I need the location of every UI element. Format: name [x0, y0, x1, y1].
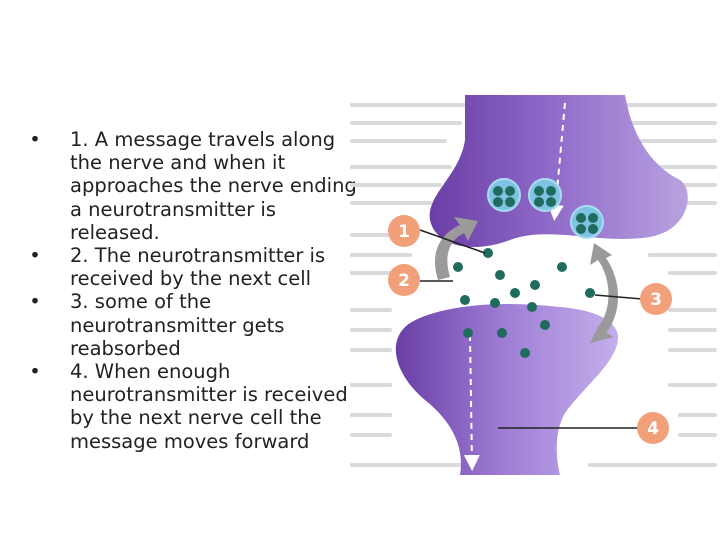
postsynaptic-terminal — [395, 303, 619, 475]
bullet-list: • 1. A message travels along the nerve a… — [28, 128, 358, 453]
release-arrow — [434, 217, 478, 280]
bullet-marker: • — [29, 290, 41, 314]
bullet-marker: • — [29, 360, 41, 384]
synapse-svg: 1 2 3 4 — [350, 95, 717, 475]
reuptake-arrow — [590, 243, 618, 343]
callout-lines — [419, 229, 643, 429]
step-badge-label: 2 — [398, 271, 410, 291]
vesicles — [487, 178, 604, 239]
step-badge-label: 3 — [650, 290, 662, 310]
bullet-text: 2. The neurotransmitter is received by t… — [70, 244, 326, 291]
bullet-text: 3. some of the neurotransmitter gets rea… — [70, 290, 285, 360]
neurotransmitters — [453, 248, 595, 358]
reuptake-arrows — [434, 217, 618, 343]
vesicle — [528, 178, 562, 212]
step-badge-4: 4 — [637, 412, 669, 444]
step-badge-1: 1 — [388, 215, 420, 247]
bullet-item: • 2. The neurotransmitter is received by… — [28, 244, 358, 290]
bullet-text: 4. When enough neurotransmitter is recei… — [70, 360, 348, 453]
bullet-text: 1. A message travels along the nerve and… — [70, 128, 357, 244]
bullet-item: • 3. some of the neurotransmitter gets r… — [28, 290, 358, 360]
step-badge-3: 3 — [640, 283, 672, 315]
step-badge-label: 4 — [647, 419, 659, 439]
step-badge-label: 1 — [398, 222, 410, 242]
synapse-diagram: 1 2 3 4 — [350, 95, 720, 475]
bullet-marker: • — [29, 244, 41, 268]
bullet-item: • 1. A message travels along the nerve a… — [28, 128, 358, 244]
vesicle — [487, 178, 521, 212]
vesicle — [570, 205, 604, 239]
bullet-marker: • — [29, 128, 41, 151]
step-badge-2: 2 — [388, 264, 420, 296]
bullet-item: • 4. When enough neurotransmitter is rec… — [28, 360, 358, 453]
